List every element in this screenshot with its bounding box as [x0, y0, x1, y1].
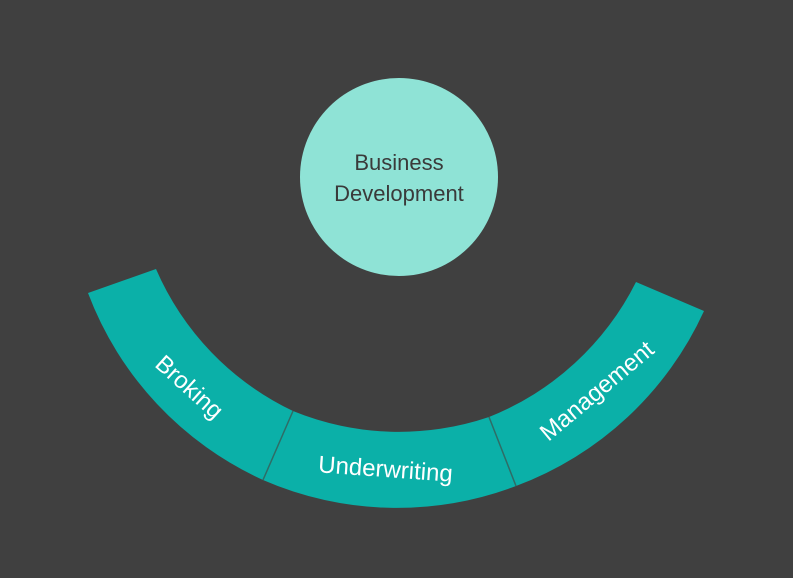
center-label-line1: Business: [354, 150, 443, 175]
business-development-node: Business Development: [300, 78, 498, 276]
divider-left: [262, 410, 294, 481]
divider-right: [488, 416, 517, 487]
arc-ring: [88, 269, 704, 508]
segment-broking: [88, 269, 293, 480]
segment-underwriting: [263, 411, 516, 508]
segment-management: [489, 282, 704, 486]
center-label-line2: Development: [334, 181, 464, 206]
center-circle: [300, 78, 498, 276]
